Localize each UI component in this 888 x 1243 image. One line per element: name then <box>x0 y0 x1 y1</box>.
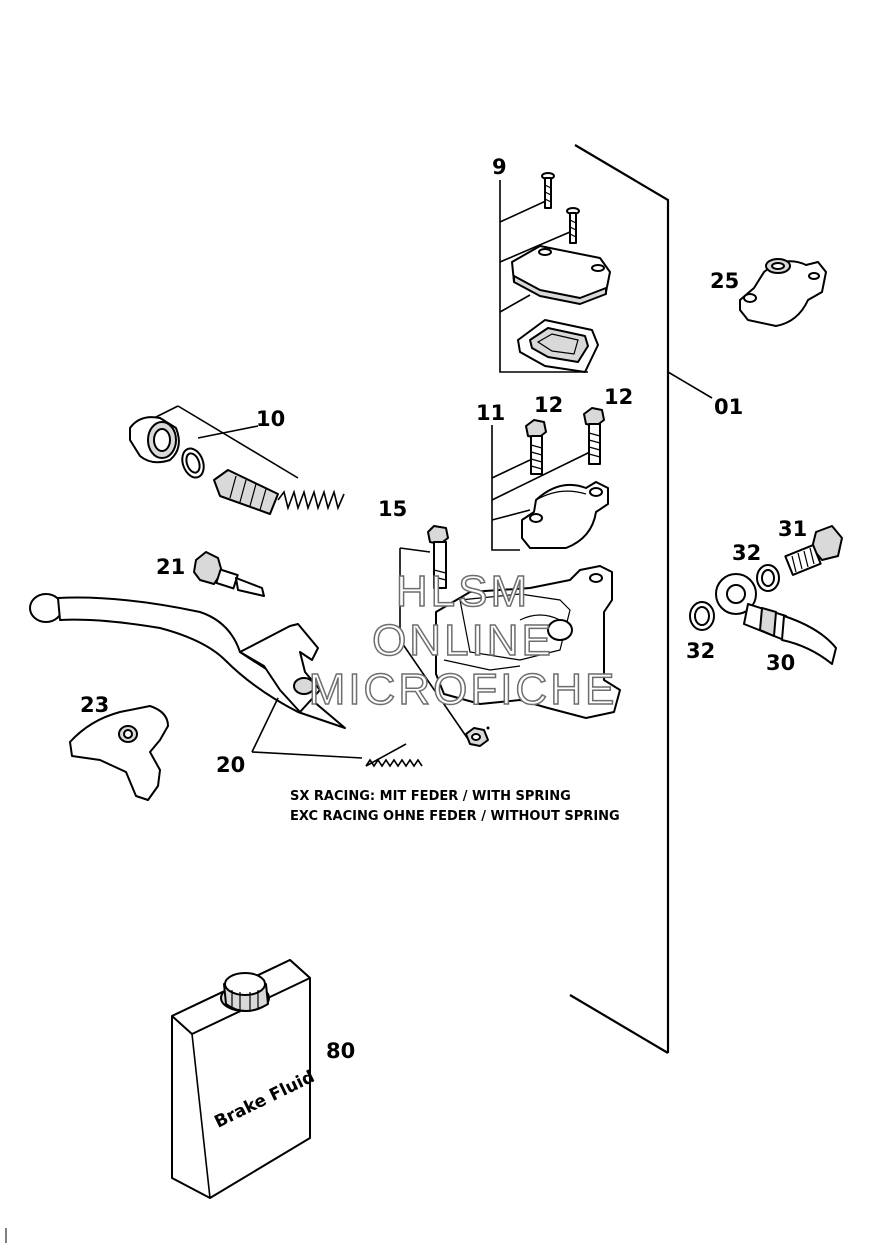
note-line-2: EXC RACING OHNE FEDER / WITHOUT SPRING <box>290 809 620 824</box>
label-part-32b: 32 <box>686 639 715 663</box>
group-bracket-20 <box>251 697 363 759</box>
piston <box>213 469 279 515</box>
note-line-1: SX RACING: MIT FEDER / WITH SPRING <box>290 789 571 804</box>
label-part-30: 30 <box>766 651 795 675</box>
label-part-20: 20 <box>216 753 245 777</box>
label-part-25: 25 <box>710 269 739 293</box>
lever-adjuster-21 <box>193 551 265 597</box>
reservoir-diaphragm <box>517 319 599 373</box>
master-cylinder-body <box>435 565 621 719</box>
label-part-80: 80 <box>326 1039 355 1063</box>
label-part-31: 31 <box>778 517 807 541</box>
brake-hose-30 <box>715 573 837 665</box>
handlebar-clamp-25 <box>739 258 827 327</box>
sealing-washer-upper <box>756 564 780 592</box>
label-part-23: 23 <box>80 693 109 717</box>
lever-cover-23 <box>69 705 169 801</box>
dust-boot <box>129 416 180 464</box>
label-part-15: 15 <box>378 497 407 521</box>
brake-fluid-can-80 <box>171 959 311 1199</box>
group-bracket-15 <box>399 547 471 743</box>
clamp-bolt-1 <box>525 419 547 475</box>
handlebar-clamp-11 <box>521 481 609 549</box>
label-part-32a: 32 <box>732 541 761 565</box>
banjo-bolt-31 <box>784 525 843 576</box>
label-part-10: 10 <box>256 407 285 431</box>
pivot-bolt <box>427 525 449 589</box>
piston-spring <box>277 489 345 511</box>
label-part-12a: 12 <box>534 393 563 417</box>
label-part-21: 21 <box>156 555 185 579</box>
cover-screw-1 <box>541 172 555 209</box>
pivot-nut <box>465 726 490 747</box>
assembly-bracket-01 <box>569 144 713 1054</box>
clamp-bolt-2 <box>583 407 605 465</box>
group-bracket-9 <box>499 180 588 373</box>
brake-lever-20 <box>29 593 346 729</box>
sealing-washer-lower <box>689 601 715 631</box>
label-part-12b: 12 <box>604 385 633 409</box>
watermark-line-2: ONLINE <box>372 616 554 665</box>
watermark-line-3: MICROFICHE <box>309 665 618 714</box>
reservoir-cover <box>511 245 611 305</box>
lever-spring <box>365 743 423 768</box>
label-part-01: 01 <box>714 395 743 419</box>
group-bracket-11 <box>491 425 591 551</box>
watermark-line-1: HLSM <box>396 567 530 616</box>
label-part-11: 11 <box>476 401 505 425</box>
watermark: HLSM ONLINE MICROFICHE <box>308 566 618 715</box>
cover-screw-2 <box>566 207 580 244</box>
label-part-9: 9 <box>492 155 507 179</box>
circlip <box>181 447 205 479</box>
